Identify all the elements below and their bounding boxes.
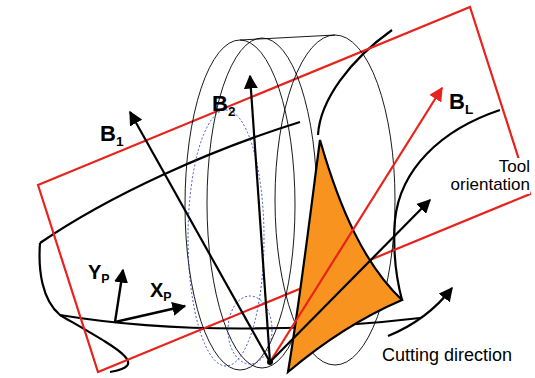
cylinder-edge	[240, 35, 335, 40]
tool-orientation-vector	[270, 200, 430, 362]
symbol-subscript: P	[101, 272, 109, 286]
origin-dot	[267, 359, 273, 365]
vector-label: BL	[449, 90, 473, 117]
symbol-letter: B	[100, 121, 116, 146]
surface-edge	[40, 243, 129, 372]
axis-label: YP	[88, 262, 110, 286]
axis-label: XP	[150, 280, 172, 304]
direction-label: Cutting direction	[382, 346, 512, 365]
cylinder-face	[185, 40, 295, 370]
symbol-subscript: L	[465, 102, 473, 117]
symbol-letter: Y	[88, 261, 101, 283]
symbol-subscript: 1	[116, 134, 124, 149]
axis-yp	[115, 270, 123, 322]
cusp-curve	[318, 30, 392, 135]
symbol-letter: B	[449, 89, 465, 114]
vector-label: B1	[100, 122, 123, 149]
vector-b2	[250, 76, 270, 362]
symbol-subscript: P	[163, 290, 171, 304]
axis-xp	[115, 306, 185, 322]
contact-area	[288, 140, 402, 372]
tool-plane	[38, 7, 530, 372]
symbol-letter: X	[150, 279, 163, 301]
vector-label: Tool orientation	[436, 158, 530, 194]
vector-b1	[130, 112, 270, 362]
symbol-letter: B	[212, 91, 228, 116]
symbol-subscript: 2	[228, 104, 236, 119]
cutting-direction-arrow	[388, 288, 452, 336]
vector-label: B2	[212, 92, 235, 119]
